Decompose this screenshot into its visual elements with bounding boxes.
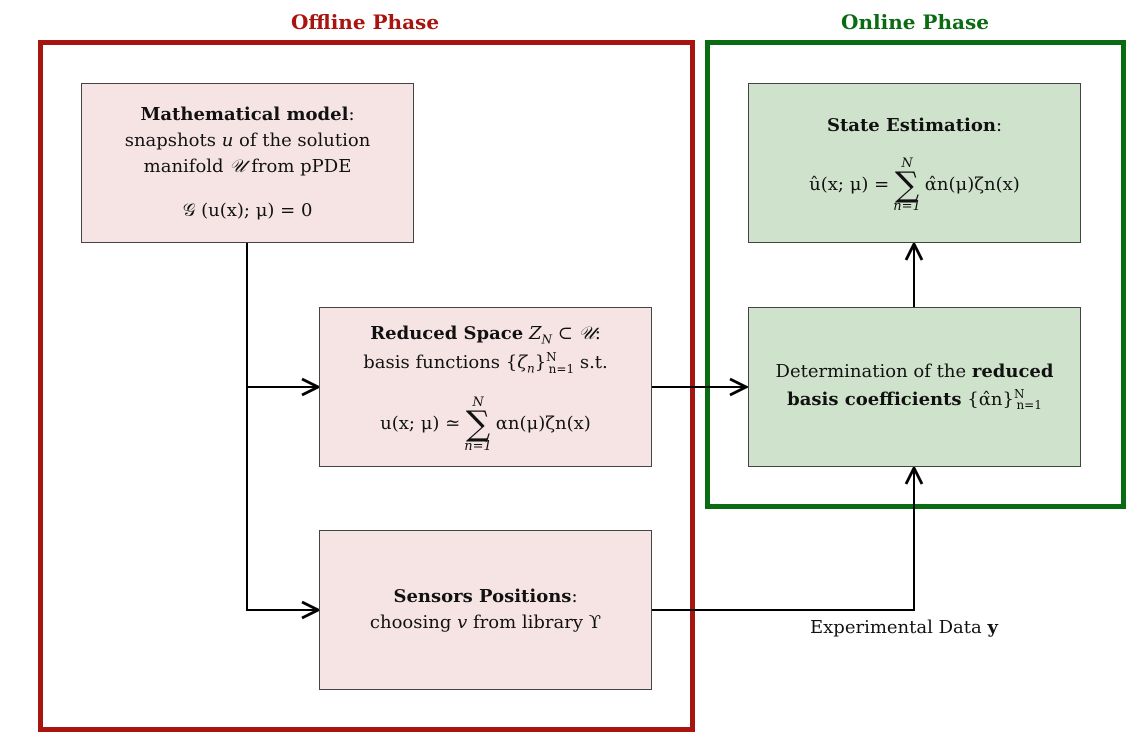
math-model-line1b-text: of the solution — [239, 129, 371, 151]
state-estimation-lhs: û(x; μ) = — [809, 174, 890, 195]
math-model-line2b-text: from pPDE — [251, 156, 352, 177]
sensors-heading-line: Sensors Positions: — [393, 585, 578, 607]
reduced-space-line1-text: basis functions — [363, 352, 501, 374]
math-model-line2: manifold 𝒰 from pPDE — [143, 156, 352, 177]
experimental-data-text: Experimental Data — [810, 617, 982, 638]
state-estimation-box: State Estimation: û(x; μ) = N ∑ n=1 α̂n(… — [748, 83, 1081, 243]
sensors-heading: Sensors Positions — [393, 585, 572, 607]
sensors-box: Sensors Positions: choosing v from libra… — [319, 530, 652, 690]
sensors-line1-text: choosing — [369, 612, 452, 633]
experimental-data-label: Experimental Data y — [810, 617, 998, 638]
math-model-heading-line: Mathematical model: — [140, 103, 355, 125]
arrow-model-to-reduced — [246, 242, 318, 387]
determination-box: Determination of the reduced basis coeff… — [748, 307, 1081, 467]
sensors-line1: choosing v from library ϒ — [369, 612, 602, 633]
arrow-model-to-sensors — [246, 387, 318, 610]
sensors-line1b-text: from library ϒ — [472, 612, 602, 633]
sum-upper-limit: N — [901, 155, 913, 171]
reduced-space-lhs: u(x; μ) ≃ — [380, 413, 461, 435]
state-estimation-heading-line: State Estimation: — [826, 114, 1003, 136]
sum-symbol: N ∑ n=1 — [893, 155, 921, 215]
determination-line2: basis coefficients {α̂n}Nn=1 — [787, 386, 1042, 413]
state-estimation-equation: û(x; μ) = N ∑ n=1 α̂n(μ)ζn(x) — [809, 157, 1020, 214]
experimental-data-symbol: y — [987, 617, 998, 638]
determination-line2b-text: {α̂n} — [967, 388, 1014, 410]
reduced-space-line1: basis functions {ζn}Nn=1 s.t. — [363, 350, 608, 376]
sum-lower-limit: n=1 — [464, 438, 492, 454]
reduced-space-heading: Reduced Space — [370, 323, 524, 345]
reduced-space-box: Reduced Space ZN ⊂ 𝒰: basis functions {ζ… — [319, 307, 652, 467]
reduced-space-heading-line: Reduced Space ZN ⊂ 𝒰: — [370, 323, 601, 347]
math-model-heading: Mathematical model — [140, 103, 349, 125]
math-model-line2-text: manifold — [143, 156, 224, 177]
offline-phase-title: Offline Phase — [290, 10, 440, 34]
math-model-line1-text: snapshots — [124, 129, 216, 151]
state-estimation-heading: State Estimation — [826, 114, 996, 136]
math-model-equation: 𝒢 (u(x); μ) = 0 — [182, 200, 313, 222]
math-model-line1: snapshots u of the solution — [124, 129, 371, 151]
reduced-space-line1b-text: s.t. — [579, 352, 608, 374]
reduced-space-rhs: αn(μ)ζn(x) — [495, 413, 591, 435]
arrow-sensors-to-determination — [652, 468, 914, 611]
sum-lower-limit: n=1 — [893, 199, 921, 215]
sum-upper-limit: N — [472, 395, 484, 411]
online-phase-title: Online Phase — [841, 10, 989, 34]
state-estimation-rhs: α̂n(μ)ζn(x) — [924, 174, 1020, 195]
reduced-space-equation: u(x; μ) ≃ N ∑ n=1 αn(μ)ζn(x) — [380, 396, 591, 453]
determination-line1-bold: reduced — [971, 361, 1054, 383]
sum-symbol: N ∑ n=1 — [464, 395, 492, 454]
determination-line1-text: Determination of the — [775, 361, 967, 383]
determination-line1: Determination of the reduced — [776, 359, 1054, 385]
online-phase-frame — [705, 40, 1126, 509]
determination-line2-bold: basis coefficients — [787, 388, 962, 410]
math-model-box: Mathematical model: snapshots u of the s… — [81, 83, 414, 243]
